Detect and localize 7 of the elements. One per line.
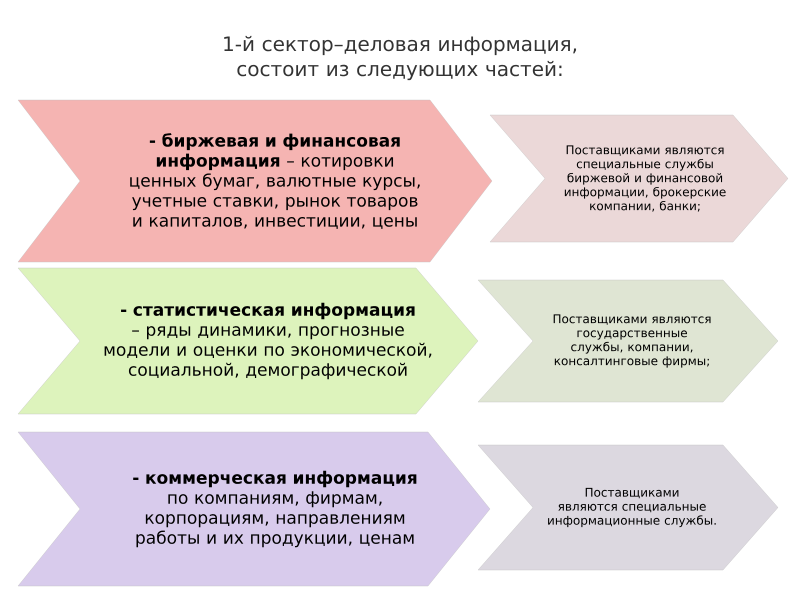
chevron-box: Поставщиками являются государственные службы, компании, консалтинговые фирмы; bbox=[478, 280, 778, 402]
chevron-box: Поставщиками являются специальные информационные службы. bbox=[478, 444, 778, 570]
chevron-box: - биржевая и финансовая информация – котировки ценных бумаг, валютные курсы, учетные ставки, рынок товаров и капиталов, инвестиции, цены bbox=[18, 100, 492, 262]
chevron-box: Поставщиками являются специальные службы биржевой и финансовой информации, брокерские компании, банки; bbox=[490, 114, 788, 242]
chevron-box: - статистическая информация – ряды динамики, прогнозные модели и оценки по экономической, социальной, демографической bbox=[18, 268, 478, 414]
title: 1-й сектор–деловая информация, состоит из следующих частей: bbox=[224, 36, 576, 80]
chevron-box: - коммерческая информация по компаниям, фирмам, корпорациям, направлениям работы и их продукции, ценам bbox=[18, 432, 490, 586]
